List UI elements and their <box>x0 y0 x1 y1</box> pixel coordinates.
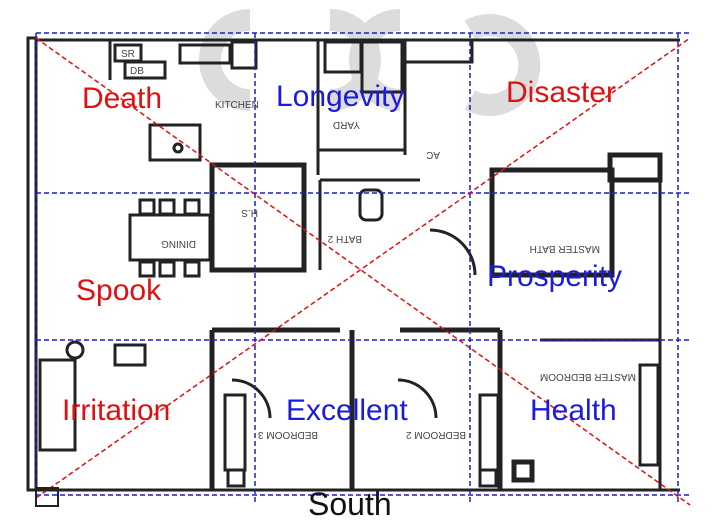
zone-disaster: Disaster <box>506 76 617 109</box>
room-label-bath2: BATH 2 <box>327 233 362 244</box>
room-label-master-bedroom: MASTER BEDROOM <box>540 371 636 382</box>
corner-marker <box>35 487 59 507</box>
zone-spook: Spook <box>76 274 162 307</box>
room-label-master-bath: MASTER BATH <box>530 243 600 254</box>
bagua-grid <box>35 32 690 505</box>
room-label-bedroom2: BEDROOM 2 <box>406 429 466 440</box>
room-label-bedroom3: BEDROOM 3 <box>258 429 318 440</box>
zone-prosperity: Prosperity <box>487 260 623 293</box>
zone-health: Health <box>530 394 617 427</box>
zone-death: Death <box>82 82 163 115</box>
room-label-dining: DINING <box>161 238 196 249</box>
zone-irritation: Irritation <box>62 394 171 427</box>
room-label-kitchen: KITCHEN <box>215 100 259 111</box>
room-label-ac: AC <box>426 149 440 160</box>
diagonals <box>35 37 691 506</box>
room-label-sr: SR <box>121 49 135 60</box>
room-label-db: DB <box>130 66 144 77</box>
room-labels: SR DB KITCHEN YARD AC H.S BATH 2 DINING … <box>121 49 636 440</box>
zone-longevity: Longevity <box>276 80 405 113</box>
zone-excellent: Excellent <box>286 394 408 427</box>
compass-south-label: South <box>308 486 392 522</box>
room-label-hs: H.S <box>241 207 258 218</box>
room-label-yard: YARD <box>333 119 360 130</box>
